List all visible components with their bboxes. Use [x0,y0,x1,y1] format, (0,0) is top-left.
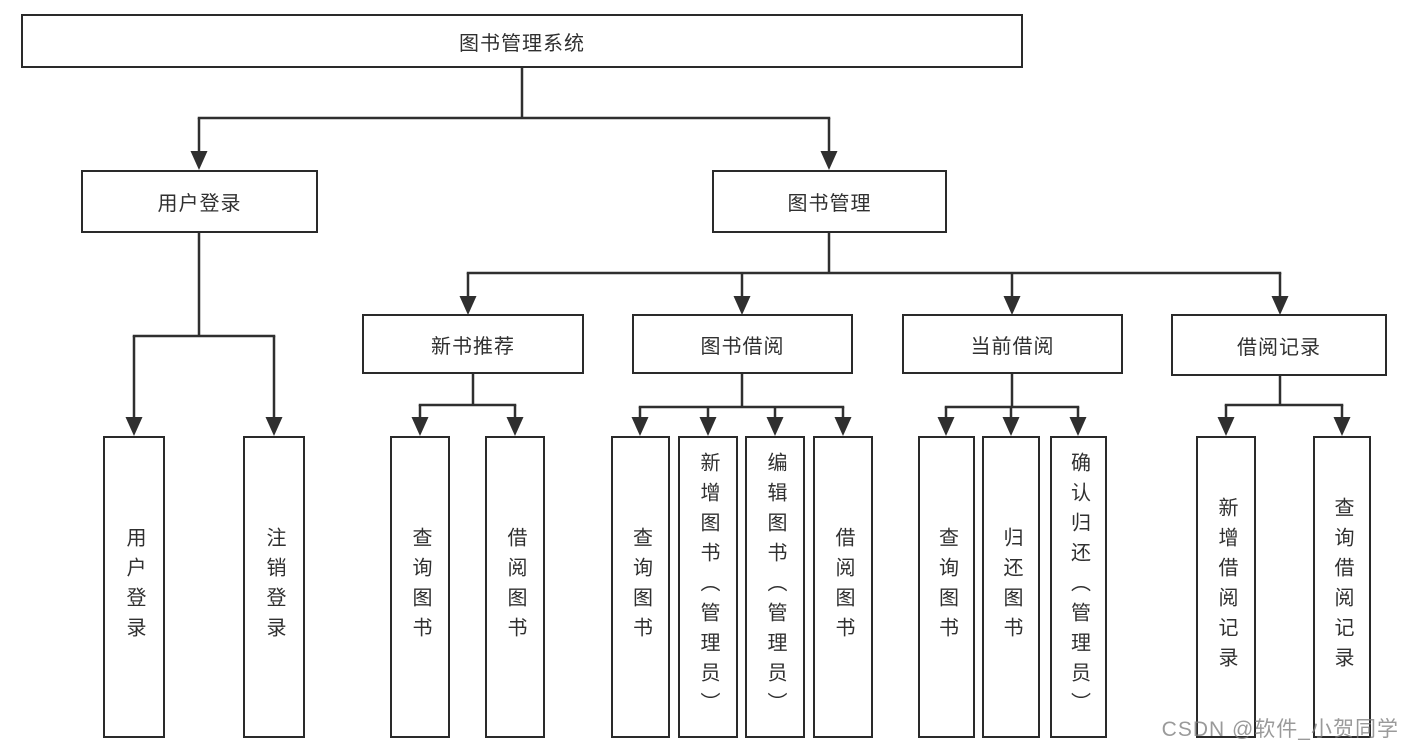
leaf-label: 编辑图书（管理员） [764,452,786,722]
leaf-user-login: 用户登录 [103,436,165,738]
leaf-edit-book-admin: 编辑图书（管理员） [745,436,805,738]
node-book-borrow: 图书借阅 [632,314,853,374]
leaf-borrow-books: 借阅图书 [485,436,545,738]
watermark: CSDN @软件_小贺同学 [1161,718,1399,741]
leaf-label: 新增图书（管理员） [697,452,719,722]
leaf-label: 查询图书 [935,527,958,647]
node-new-book-recommend: 新书推荐 [362,314,584,374]
leaf-confirm-return-admin: 确认归还（管理员） [1050,436,1107,738]
node-label: 图书管理 [787,193,872,215]
node-label: 图书借阅 [700,335,785,358]
leaf-label: 新增借阅记录 [1215,497,1237,677]
node-borrow-records: 借阅记录 [1171,314,1387,376]
leaf-label: 借阅图书 [504,527,526,647]
leaf-label: 注销登录 [263,527,285,647]
node-label: 新书推荐 [431,335,515,358]
node-user-login: 用户登录 [81,170,318,233]
leaf-add-book-admin: 新增图书（管理员） [678,436,738,738]
leaf-label: 查询图书 [409,527,431,647]
node-label: 用户登录 [157,193,242,215]
node-current-borrow: 当前借阅 [902,314,1123,374]
leaf-label: 归还图书 [1000,527,1022,647]
node-label: 当前借阅 [970,335,1055,358]
leaf-query-books: 查询图书 [611,436,670,738]
leaf-label: 确认归还（管理员） [1067,452,1090,722]
leaf-query-books: 查询图书 [918,436,975,738]
node-library-management-system: 图书管理系统 [21,14,1023,68]
node-book-management: 图书管理 [712,170,947,233]
leaf-borrow-books: 借阅图书 [813,436,873,738]
leaf-add-borrow-record: 新增借阅记录 [1196,436,1256,738]
leaf-logout: 注销登录 [243,436,305,738]
leaf-label: 借阅图书 [832,527,854,647]
leaf-label: 查询图书 [629,527,652,647]
leaf-return-book: 归还图书 [982,436,1040,738]
leaf-label: 查询借阅记录 [1331,497,1353,677]
leaf-label: 用户登录 [123,527,145,647]
node-label: 图书管理系统 [459,32,585,55]
leaf-query-books: 查询图书 [390,436,450,738]
leaf-query-borrow-record: 查询借阅记录 [1313,436,1371,738]
node-label: 借阅记录 [1237,336,1321,359]
